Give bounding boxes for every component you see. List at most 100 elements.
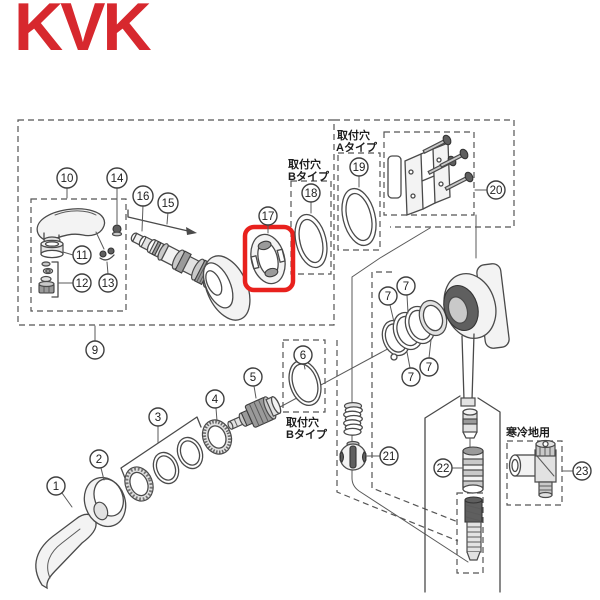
callout-20[interactable]: 20 bbox=[486, 180, 506, 200]
svg-text:7: 7 bbox=[426, 362, 432, 374]
part-3-bracket bbox=[120, 416, 202, 479]
kvk-logo: KVK bbox=[14, 0, 152, 65]
svg-text:5: 5 bbox=[250, 372, 256, 384]
part-strainer bbox=[464, 496, 483, 561]
svg-text:15: 15 bbox=[162, 198, 175, 210]
callout-19[interactable]: 19 bbox=[349, 157, 369, 177]
callout-14[interactable]: 14 bbox=[106, 167, 128, 189]
wall-plate bbox=[387, 155, 402, 199]
svg-text:23: 23 bbox=[576, 466, 589, 478]
callout-7-d[interactable]: 7 bbox=[419, 357, 439, 377]
part-21-stop-valve-knob bbox=[339, 402, 367, 471]
callout-1[interactable]: 1 bbox=[46, 476, 66, 496]
svg-text:11: 11 bbox=[76, 250, 88, 262]
label-mount-b-top-line2: Bタイプ bbox=[288, 169, 330, 183]
part-7-ring-set bbox=[381, 299, 448, 361]
part-20-bracket-group bbox=[387, 134, 474, 216]
part-12-packing-set bbox=[38, 261, 55, 294]
part-6-oring bbox=[288, 359, 322, 407]
group-box-23 bbox=[506, 440, 563, 506]
group-box-19 bbox=[337, 152, 381, 251]
part-18-gasket bbox=[294, 213, 328, 269]
callout-7-a[interactable]: 7 bbox=[378, 286, 398, 306]
label-mount-b-mid-line1: 取付穴 bbox=[286, 415, 319, 429]
svg-text:16: 16 bbox=[137, 191, 150, 203]
callout-22[interactable]: 22 bbox=[433, 458, 453, 478]
svg-text:10: 10 bbox=[61, 173, 74, 185]
part-14-screw bbox=[111, 224, 123, 237]
callout-12[interactable]: 12 bbox=[72, 273, 92, 293]
part-15-16-shaft-assembly bbox=[130, 232, 251, 321]
callout-11[interactable]: 11 bbox=[72, 245, 92, 265]
part-19-gasket bbox=[341, 187, 377, 247]
callout-leaders bbox=[58, 175, 574, 508]
svg-text:7: 7 bbox=[408, 372, 414, 384]
highlight-box-17 bbox=[242, 224, 296, 293]
callout-7-b[interactable]: 7 bbox=[396, 276, 416, 296]
spout-body bbox=[36, 208, 106, 242]
svg-text:19: 19 bbox=[353, 162, 366, 174]
group-box-18 bbox=[290, 180, 332, 275]
callout-21[interactable]: 21 bbox=[379, 446, 399, 466]
group-box-6 bbox=[282, 339, 326, 413]
escutcheon-plate bbox=[202, 255, 251, 321]
part-13-clip bbox=[95, 231, 115, 261]
svg-text:20: 20 bbox=[490, 185, 503, 197]
callout-3[interactable]: 3 bbox=[148, 407, 168, 427]
label-mount-b-mid-line2: Bタイプ bbox=[286, 427, 328, 441]
part-1-handle bbox=[35, 513, 97, 590]
annotations: 取付穴 Bタイプ 取付穴 Aタイプ 取付穴 Bタイプ 寒冷地用 bbox=[286, 128, 550, 441]
callout-16[interactable]: 16 bbox=[132, 185, 154, 207]
svg-text:13: 13 bbox=[102, 278, 115, 290]
mounting-screws bbox=[422, 134, 474, 191]
part-10-spout-group bbox=[36, 208, 123, 298]
svg-text:22: 22 bbox=[437, 463, 450, 475]
svg-text:6: 6 bbox=[300, 350, 306, 362]
callout-17[interactable]: 17 bbox=[258, 206, 278, 226]
check-valve-socket bbox=[443, 263, 510, 407]
group-box-inwall-left bbox=[336, 340, 459, 542]
label-cold-region: 寒冷地用 bbox=[505, 425, 550, 439]
callout-6[interactable]: 6 bbox=[293, 345, 313, 365]
part-12-bracket bbox=[51, 261, 59, 298]
part-3-ring-set bbox=[120, 416, 204, 502]
svg-text:4: 4 bbox=[212, 394, 219, 406]
label-mount-a-line1: 取付穴 bbox=[337, 128, 370, 142]
part-23-cold-valve bbox=[508, 439, 557, 499]
callout-2[interactable]: 2 bbox=[89, 449, 109, 469]
direction-arrow-15 bbox=[127, 209, 197, 235]
callout-13[interactable]: 13 bbox=[98, 273, 118, 293]
spout-shading bbox=[54, 210, 97, 216]
group-box-20 bbox=[383, 131, 475, 216]
wall-cover-left-edge bbox=[424, 395, 461, 593]
svg-text:7: 7 bbox=[385, 291, 391, 303]
callout-18[interactable]: 18 bbox=[301, 183, 321, 203]
callouts: 1 2 3 4 5 6 7 7 7 7 9 10 11 12 13 14 15 … bbox=[46, 157, 592, 496]
part-11-aerator bbox=[40, 239, 64, 259]
label-mount-b-top-line1: 取付穴 bbox=[288, 157, 321, 171]
svg-text:14: 14 bbox=[111, 173, 124, 185]
svg-text:7: 7 bbox=[403, 281, 409, 293]
svg-text:2: 2 bbox=[96, 454, 102, 466]
callout-23[interactable]: 23 bbox=[572, 461, 592, 481]
svg-text:3: 3 bbox=[155, 412, 161, 424]
callout-4[interactable]: 4 bbox=[205, 389, 225, 409]
callout-7-c[interactable]: 7 bbox=[401, 367, 421, 387]
svg-text:21: 21 bbox=[383, 451, 396, 463]
callout-15[interactable]: 15 bbox=[157, 192, 179, 214]
group-box-10 bbox=[30, 198, 127, 312]
part-22-adapter-group bbox=[462, 408, 484, 561]
svg-text:17: 17 bbox=[262, 211, 275, 223]
svg-text:12: 12 bbox=[76, 278, 89, 290]
callout-10[interactable]: 10 bbox=[56, 167, 78, 189]
svg-text:18: 18 bbox=[305, 188, 318, 200]
callout-9[interactable]: 9 bbox=[85, 340, 105, 360]
part-2-cap bbox=[83, 476, 127, 528]
dashed-group-boxes bbox=[17, 119, 563, 574]
wall-cover-right-edge bbox=[477, 397, 501, 593]
part-5-cartridge bbox=[227, 396, 282, 430]
callout-5[interactable]: 5 bbox=[243, 367, 263, 387]
supply-path-line bbox=[351, 227, 469, 563]
